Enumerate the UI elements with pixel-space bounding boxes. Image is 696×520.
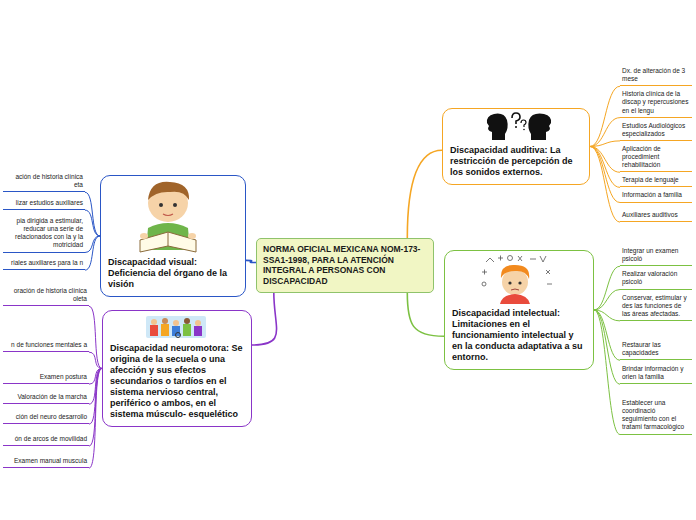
node-text: Discapacidad auditiva: La restricción de… <box>450 145 582 178</box>
branch-connector <box>594 290 620 310</box>
node-text: oración de historia clínica oleta <box>5 287 87 303</box>
node-text: lizar estudios auxiliares <box>5 199 83 207</box>
branch-connector <box>85 192 100 236</box>
leaf-item: Brindar información y orien la familia <box>620 364 692 384</box>
branch-connector <box>594 310 620 435</box>
leaf-item: ción del neuro desarrollo <box>3 412 89 424</box>
branch-connector <box>590 146 620 187</box>
node-text: Terapia de lenguaje <box>622 176 690 184</box>
branch-connector <box>246 260 256 262</box>
branch-connector <box>590 146 620 202</box>
node-text: Realizar valoración psicoló <box>622 270 690 286</box>
leaf-item: ación de historia clínica eta <box>3 172 85 192</box>
branch-connector <box>89 368 102 468</box>
leaf-item: Historia clínica de la discap y repercus… <box>620 89 692 117</box>
hearing-icon <box>487 113 551 140</box>
node-text: riales auxiliares para la n <box>5 259 83 267</box>
node-text: Dx. de alteración de 3 mese <box>622 67 690 83</box>
node-text: Discapacidad neuromotora: Se origina de … <box>110 343 244 420</box>
leaf-item: Aplicación de procedimient rehabilitació… <box>620 144 692 172</box>
leaf-item: Restaurar las capacidades <box>620 340 692 360</box>
branch-box: Discapacidad auditiva: La restricción de… <box>442 108 590 185</box>
central-topic: NORMA OFICIAL MEXICANA NOM-173-SSA1-1998… <box>256 238 434 293</box>
branch-connector <box>590 141 620 147</box>
leaf-item: n de funciones mentales a <box>3 340 89 352</box>
leaf-item: pia dirigida a estimular, reducar una se… <box>3 216 85 253</box>
branch-connector <box>89 306 102 368</box>
branch-box: Discapacidad neuromotora: Se origina de … <box>102 310 252 427</box>
leaf-item: Integrar un examen psicoló <box>620 246 692 266</box>
node-text: Integrar un examen psicoló <box>622 247 690 263</box>
node-text: Establecer una coordinació seguimiento c… <box>622 399 690 432</box>
leaf-item: Realizar valoración psicoló <box>620 269 692 289</box>
node-text: NORMA OFICIAL MEXICANA NOM-173-SSA1-1998… <box>263 244 427 287</box>
node-text: ón de arcos de movilidad <box>5 435 87 443</box>
branch-box: Discapacidad intelectual: Limitaciones e… <box>444 250 594 370</box>
node-text: ción del neuro desarrollo <box>5 413 87 421</box>
branch-connector <box>590 118 620 147</box>
thinking-person-icon <box>482 256 552 305</box>
node-text: Discapacidad intelectual: Limitaciones e… <box>452 308 586 363</box>
leaf-item: Estudios Audiológicos especializados <box>620 121 692 141</box>
branch-connector <box>594 266 620 310</box>
branch-connector <box>590 146 620 222</box>
leaf-item: Auxiliares auditivos <box>620 210 692 222</box>
node-text: Brindar información y orien la familia <box>622 365 690 381</box>
branch-connector <box>89 352 102 368</box>
leaf-item: Dx. de alteración de 3 mese <box>620 66 692 86</box>
leaf-item: lizar estudios auxiliares <box>3 198 85 210</box>
node-text: ación de historia clínica eta <box>5 173 83 189</box>
node-text: Historia clínica de la discap y repercus… <box>622 90 690 114</box>
branch-connector <box>590 86 620 146</box>
leaf-item: Examen manual muscula <box>3 456 89 468</box>
leaf-item: oración de historia clínica oleta <box>3 286 89 306</box>
leaf-item: Establecer una coordinació seguimiento c… <box>620 398 692 435</box>
leaf-item: Valoración de la marcha <box>3 392 89 404</box>
node-text: Conservar, estimular y des las funciones… <box>622 294 690 318</box>
leaf-item: Terapia de lenguaje <box>620 175 692 187</box>
reading-child-icon <box>140 182 196 252</box>
node-text: Examen postura <box>5 373 87 381</box>
branch-connector <box>407 293 444 337</box>
node-text: Valoración de la marcha <box>5 393 87 401</box>
branch-box: Discapacidad visual: Deficiencia del órg… <box>100 175 246 297</box>
node-text: n de funciones mentales a <box>5 341 87 349</box>
node-text: Restaurar las capacidades <box>622 341 690 357</box>
leaf-item: riales auxiliares para la n <box>3 258 85 270</box>
node-text: Auxiliares auditivos <box>622 211 690 219</box>
leaf-item: Información a familia <box>620 190 692 202</box>
branch-connector <box>407 150 442 238</box>
branch-connector <box>85 210 100 236</box>
node-text: Examen manual muscula <box>5 457 87 465</box>
branch-connector <box>252 293 277 346</box>
node-text: Aplicación de procedimient rehabilitació… <box>622 145 690 169</box>
leaf-item: Examen postura <box>3 372 89 384</box>
node-text: Estudios Audiológicos especializados <box>622 122 690 138</box>
node-text: Discapacidad visual: Deficiencia del órg… <box>108 257 238 290</box>
branch-connector <box>594 310 620 360</box>
branch-connector <box>85 236 100 270</box>
branch-connector <box>590 146 620 172</box>
people-group-icon <box>146 316 206 338</box>
leaf-item: ón de arcos de movilidad <box>3 434 89 446</box>
node-text: Información a familia <box>622 191 690 199</box>
leaf-item: Conservar, estimular y des las funciones… <box>620 293 692 321</box>
node-text: pia dirigida a estimular, reducar una se… <box>5 217 83 250</box>
